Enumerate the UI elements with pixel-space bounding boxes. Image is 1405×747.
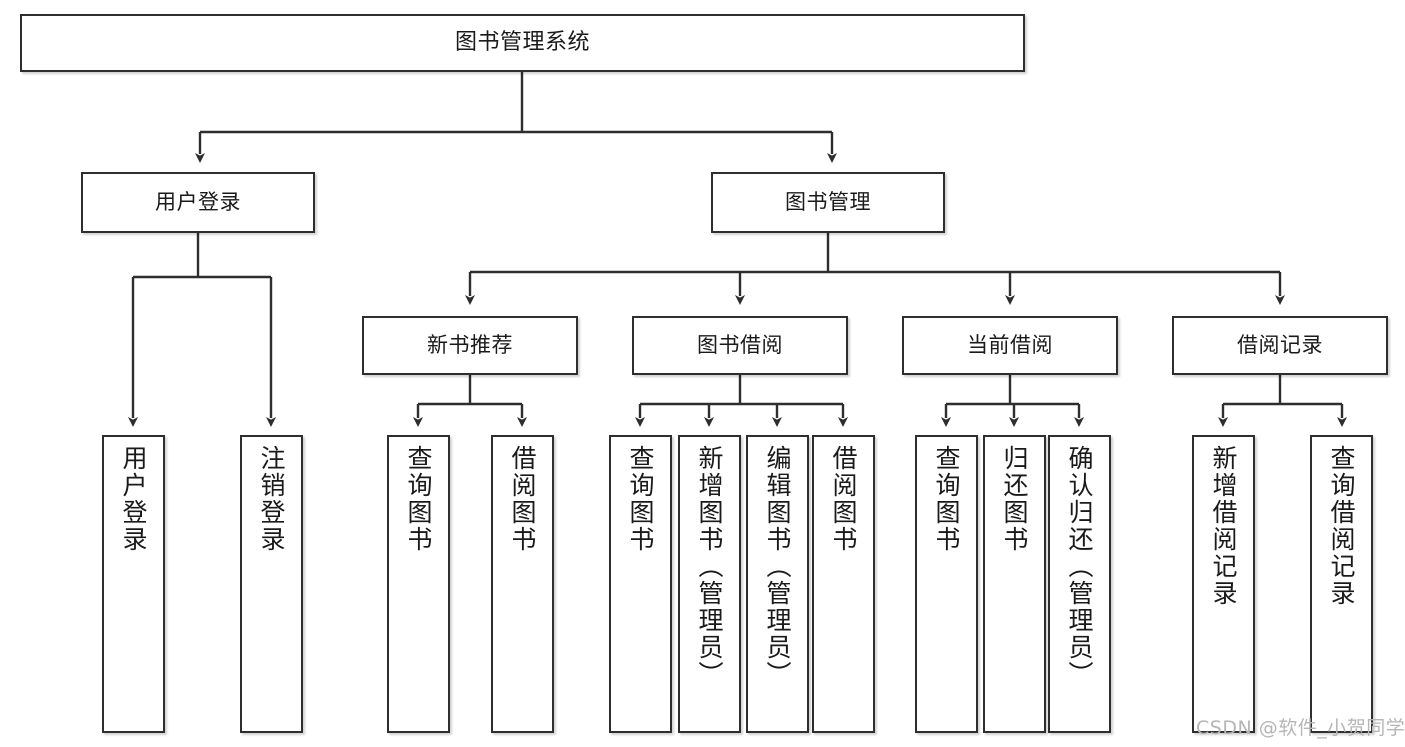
node-label: 新书推荐 — [427, 332, 513, 357]
leaf-new-book-query-book[interactable]: 查询图书 — [387, 435, 450, 733]
leaf-current-borrow-confirm-return-admin[interactable]: 确认归还（管理员） — [1048, 435, 1111, 733]
node-label: 查询借阅记录 — [1327, 445, 1356, 607]
node-new-book-recommend[interactable]: 新书推荐 — [362, 316, 578, 375]
node-book-management[interactable]: 图书管理 — [711, 172, 945, 233]
node-label: 编辑图书（管理员） — [763, 445, 792, 688]
node-label: 查询图书 — [626, 445, 655, 553]
leaf-book-borrow-query-book[interactable]: 查询图书 — [609, 435, 672, 733]
leaf-new-book-borrow-book[interactable]: 借阅图书 — [491, 435, 554, 733]
leaf-borrow-record-add-record[interactable]: 新增借阅记录 — [1192, 435, 1255, 733]
node-label: 注销登录 — [257, 445, 286, 553]
leaf-current-borrow-query-book[interactable]: 查询图书 — [915, 435, 978, 733]
node-label: 当前借阅 — [967, 332, 1053, 357]
node-book-borrow[interactable]: 图书借阅 — [632, 316, 848, 375]
node-label: 新增借阅记录 — [1209, 445, 1238, 607]
node-label: 图书管理系统 — [454, 29, 590, 55]
node-label: 新增图书（管理员） — [695, 445, 724, 688]
node-label: 确认归还（管理员） — [1065, 445, 1094, 688]
node-label: 借阅记录 — [1237, 332, 1323, 357]
node-label: 图书借阅 — [697, 332, 783, 357]
node-label: 图书管理 — [785, 189, 871, 214]
node-user-login[interactable]: 用户登录 — [81, 172, 315, 233]
node-current-borrow[interactable]: 当前借阅 — [902, 316, 1118, 375]
node-label: 用户登录 — [119, 445, 148, 553]
leaf-book-borrow-add-book-admin[interactable]: 新增图书（管理员） — [678, 435, 741, 733]
leaf-book-borrow-edit-book-admin[interactable]: 编辑图书（管理员） — [746, 435, 809, 733]
node-label: 归还图书 — [1000, 445, 1029, 553]
node-borrow-record[interactable]: 借阅记录 — [1172, 316, 1388, 375]
leaf-book-borrow-borrow-book[interactable]: 借阅图书 — [812, 435, 875, 733]
node-root-book-management-system[interactable]: 图书管理系统 — [20, 14, 1025, 72]
leaf-user-login-logout[interactable]: 注销登录 — [240, 435, 303, 733]
node-label: 查询图书 — [404, 445, 433, 553]
leaf-current-borrow-return-book[interactable]: 归还图书 — [983, 435, 1046, 733]
csdn-watermark: CSDN @软件_小贺同学 — [1196, 717, 1405, 739]
node-label: 查询图书 — [932, 445, 961, 553]
leaf-user-login-login[interactable]: 用户登录 — [102, 435, 165, 733]
node-label: 借阅图书 — [829, 445, 858, 553]
node-label: 用户登录 — [155, 189, 241, 214]
node-label: 借阅图书 — [508, 445, 537, 553]
leaf-borrow-record-query-record[interactable]: 查询借阅记录 — [1310, 435, 1373, 733]
